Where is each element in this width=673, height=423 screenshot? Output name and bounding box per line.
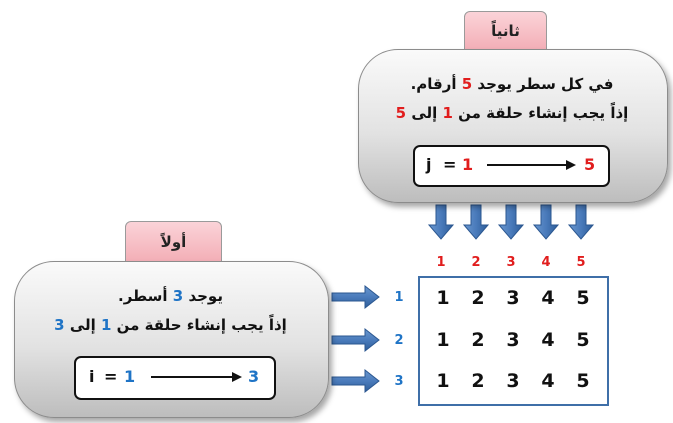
range-end: 5 [395, 104, 407, 122]
text: يوجد [183, 287, 223, 305]
grid-cell: 5 [576, 370, 590, 392]
grid-cell: 5 [576, 287, 590, 309]
row-header: 1 [394, 290, 404, 305]
count-value: 3 [172, 287, 184, 305]
right-arrow-icon [331, 368, 380, 394]
down-arrow-icon [497, 204, 525, 240]
range-end: 3 [54, 316, 65, 334]
loop-i-end: 3 [248, 367, 260, 386]
text: إلى [406, 104, 443, 122]
first-line-1: يوجد 3 أسطر. [14, 287, 327, 305]
number-grid: 1 2 3 4 5 1 2 3 4 5 1 2 3 4 5 [418, 276, 609, 406]
grid-cell: 2 [471, 287, 485, 309]
second-step-tab: ثانياً [464, 11, 547, 51]
loop-j-end: 5 [584, 155, 596, 174]
column-header: 2 [471, 255, 481, 270]
grid-cell: 1 [436, 287, 450, 309]
grid-cell: 2 [471, 329, 485, 351]
down-arrows [427, 204, 595, 240]
grid-cell: 4 [541, 287, 555, 309]
row-header: 3 [394, 374, 404, 389]
loop-var-i: i [89, 367, 95, 386]
column-header: 5 [576, 255, 586, 270]
down-arrow-icon [427, 204, 455, 240]
down-arrow-icon [532, 204, 560, 240]
grid-cell: 3 [506, 287, 520, 309]
grid-cell: 5 [576, 329, 590, 351]
right-arrow-icon [331, 284, 380, 310]
text: في كل سطر يوجد [472, 75, 614, 93]
text: إذاً يجب إنشاء حلقة من [452, 104, 629, 122]
grid-cell: 1 [436, 370, 450, 392]
range-start: 1 [101, 316, 112, 334]
row-header: 2 [394, 333, 404, 348]
loop-i-start: 1 [124, 367, 136, 386]
grid-cell: 4 [541, 370, 555, 392]
column-header: 1 [436, 255, 446, 270]
text: إلى [64, 316, 102, 334]
right-arrow-icon [331, 327, 380, 353]
grid-cell: 3 [506, 370, 520, 392]
first-line-2: إذاً يجب إنشاء حلقة من 1 إلى 3 [14, 316, 327, 334]
down-arrow-icon [462, 204, 490, 240]
grid-cell: 3 [506, 329, 520, 351]
loop-j-start: 1 [462, 155, 474, 174]
grid-cell: 1 [436, 329, 450, 351]
column-header: 4 [541, 255, 551, 270]
grid-cell: 4 [541, 329, 555, 351]
right-arrows [331, 284, 380, 394]
grid-cell: 2 [471, 370, 485, 392]
text: إذاً يجب إنشاء حلقة من [111, 316, 287, 334]
text: أسطر. [118, 287, 173, 305]
column-header: 3 [506, 255, 516, 270]
loop-eq: = [104, 367, 118, 386]
down-arrow-icon [567, 204, 595, 240]
loop-var-j: j [426, 155, 432, 174]
second-line-1: في كل سطر يوجد 5 أرقام. [358, 75, 666, 93]
loop-i-box [74, 356, 276, 400]
loop-eq: = [443, 155, 457, 174]
text: أرقام. [410, 75, 462, 93]
count-value: 5 [461, 75, 473, 93]
range-start: 1 [442, 104, 453, 122]
second-line-2: إذاً يجب إنشاء حلقة من 1 إلى 5 [358, 104, 666, 122]
